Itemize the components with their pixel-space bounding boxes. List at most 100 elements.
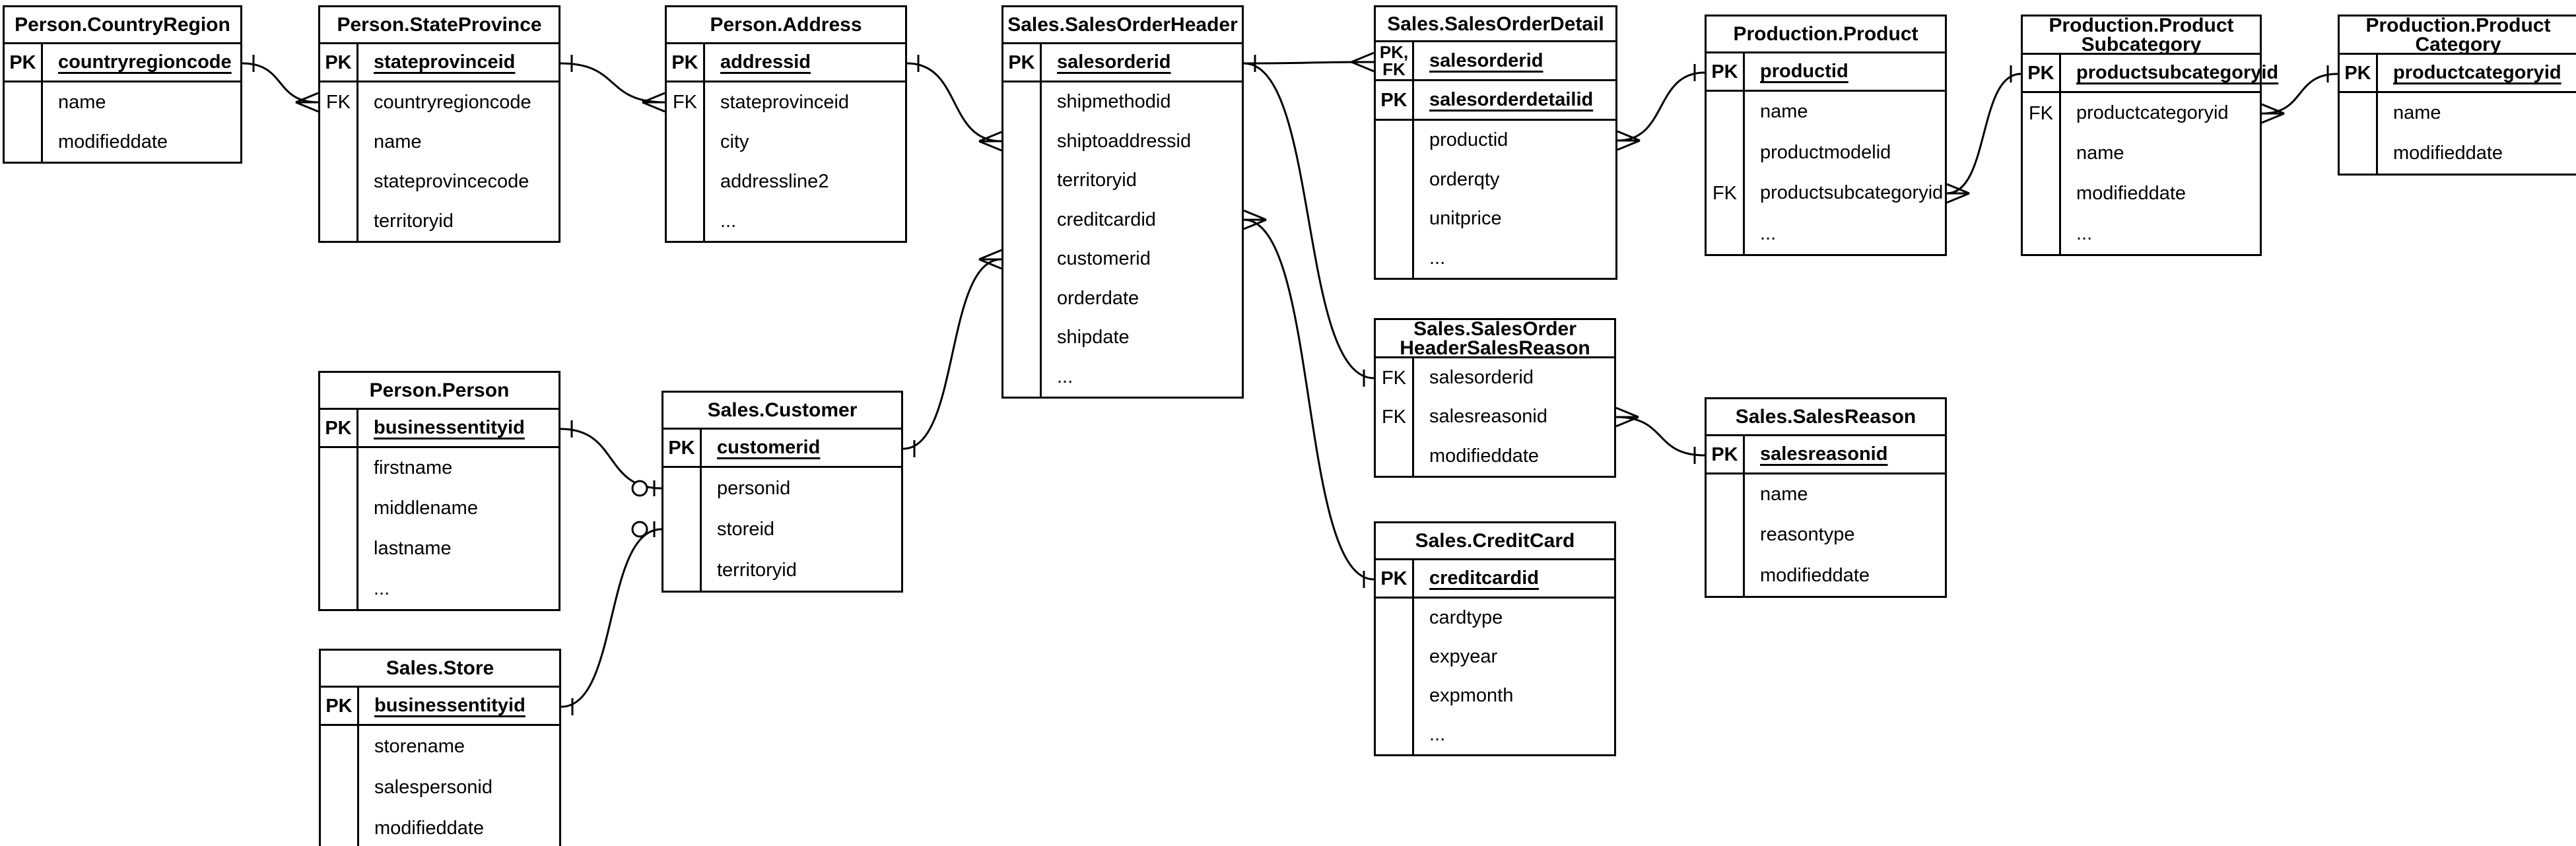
attribute-row: ... [667,201,905,241]
attribute-row: productid [1376,121,1615,160]
key-label-cell [663,468,702,509]
relationship-product-subcategory[interactable] [1946,73,2021,195]
relationship-address-salesorderheader[interactable] [906,62,1002,143]
attribute-name: territoryid [717,559,797,581]
cardinality-crow-foot [1615,407,1639,428]
entity-title: Sales.SalesOrderHeader [1003,7,1242,44]
key-label-cell [1376,715,1414,754]
attribute-row: modifieddate [1707,555,1945,596]
attribute-name: stateprovinceid [374,51,516,73]
attribute-name: productsubcategoryid [1760,182,1944,204]
relationship-person-customer[interactable] [560,428,662,490]
attribute-row: shiptoaddressid [1003,121,1242,161]
key-label-cell: PK [2023,55,2061,91]
key-label-cell: PK [1376,81,1414,119]
key-label-cell [2340,133,2378,174]
attribute-row: ... [2023,214,2260,254]
relationship-salesorderdetail-product[interactable] [1617,71,1705,142]
attribute-name: shipmethodid [1057,91,1171,113]
key-label-cell [1376,199,1414,239]
attribute-name: salesorderid [1429,49,1543,71]
key-label: PK [1711,443,1738,465]
key-label-cell [1003,318,1042,358]
key-label-cell [321,808,359,846]
attribute-row: customerid [1003,240,1242,279]
relationship-customer-salesorderheader[interactable] [902,258,1002,450]
attribute-row: storename [321,726,559,767]
key-label: FK [325,92,351,113]
entity-title-line: Sales.SalesOrderDetail [1387,13,1604,35]
key-label-cell [1376,676,1414,715]
entity-title: Person.Person [320,373,559,410]
relationship-headersalesreason-salesreason[interactable] [1615,416,1705,457]
relationship-stateprovince-address[interactable] [560,62,665,104]
attribute-name: territoryid [374,210,454,232]
entity-title-line: Sales.Customer [707,399,858,421]
attribute-name: businessentityid [374,417,525,438]
cardinality-crow-foot [1946,183,1970,204]
entity-title-line: Person.Address [710,14,862,36]
key-label-cell [1003,121,1042,161]
key-label-cell [1376,599,1414,637]
relationship-store-customer[interactable] [560,528,662,708]
key-label-cell: FK [320,82,358,122]
cardinality-crow-foot [642,92,665,113]
key-label-cell [1003,82,1042,122]
attribute-name: territoryid [1057,170,1137,191]
key-label-cell [5,82,43,122]
attribute-name: expmonth [1429,685,1514,706]
key-label-cell [1707,213,1745,254]
key-label-cell [320,448,358,488]
attribute-name: ... [374,578,390,599]
relationship-salesorderheader-salesorderdetail[interactable] [1243,61,1374,65]
key-label-cell [1376,436,1414,476]
key-label-cell [320,162,358,201]
attribute-row: orderdate [1003,278,1242,318]
key-label: FK [2028,102,2054,124]
attribute-name: customerid [717,437,821,458]
attribute-name: addressline2 [720,170,829,192]
cardinality-crow-foot [978,131,1002,152]
attribute-name: creditcardid [1057,209,1156,230]
relationship-salesorderheader-headersalesreason[interactable] [1243,62,1374,379]
key-label: PK [9,51,36,73]
relationship-countryregion-stateprovince[interactable] [242,62,319,104]
entity-title-line: Sales.Store [386,657,494,679]
attribute-name: stateprovincecode [374,170,529,192]
cardinality-crow-foot [295,92,319,113]
attribute-row: ... [1707,213,1945,254]
attribute-name: stateprovinceid [720,91,850,113]
relationship-subcategory-category[interactable] [2261,73,2338,115]
key-label-cell [1707,92,1745,133]
attribute-name: modifieddate [58,131,168,152]
entity-title-line: Person.StateProvince [337,14,542,36]
entity-title-line: Production.Product [1733,23,1918,45]
key-label-cell [2023,133,2061,174]
relationship-salesorderheader-creditcard[interactable] [1243,218,1374,581]
attribute-name: middlename [374,498,478,519]
